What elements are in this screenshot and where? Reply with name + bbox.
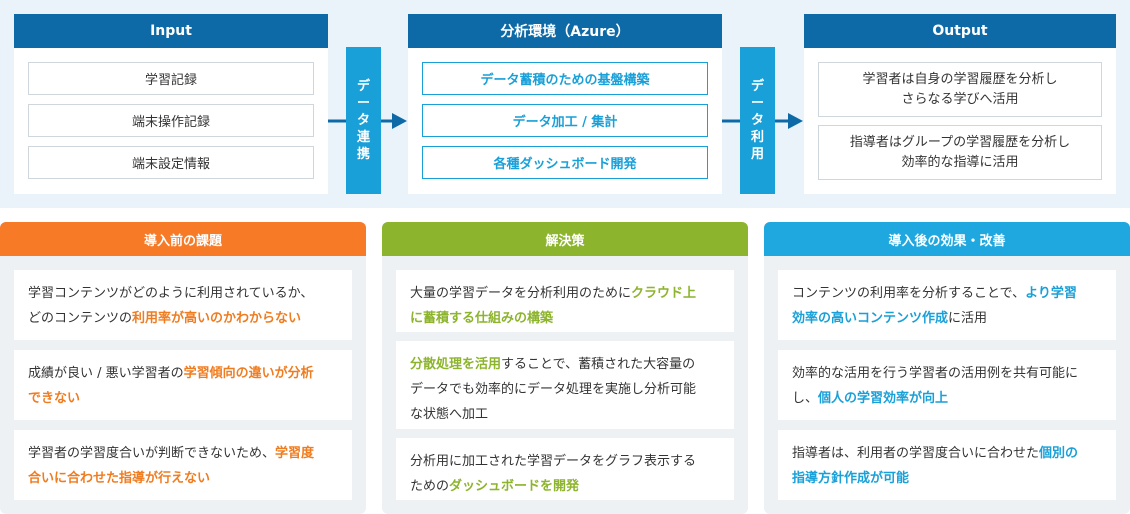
solution-column: 解決策 大量の学習データを分析利用のためにクラウド上 に蓄積する仕組みの構築 分… xyxy=(382,222,748,514)
output-panel: Output 学習者は自身の学習履歴を分析し さらなる学びへ活用 指導者はグルー… xyxy=(804,14,1116,194)
effect-text: 指導者は、利用者の学習度合いに合わせた xyxy=(792,446,1040,461)
issue-text: 学習コンテンツがどのように利用されているか、 xyxy=(28,286,314,301)
solution-highlight: クラウド上 xyxy=(631,286,697,301)
output-line: さらなる学びへ活用 xyxy=(901,91,1019,107)
data-use-char: 用 xyxy=(750,147,764,162)
azure-title: 分析環境（Azure） xyxy=(408,14,722,48)
issue-highlight: 合いに合わせた指導が行えない xyxy=(28,471,211,486)
effect-highlight: 効率の高いコンテンツ作成 xyxy=(792,311,949,326)
solution-card: 大量の学習データを分析利用のためにクラウド上 に蓄積する仕組みの構築 xyxy=(396,270,734,332)
azure-item: データ蓄積のための基盤構築 xyxy=(422,62,708,95)
data-use-char: デ xyxy=(750,79,764,94)
input-item: 端末操作記録 xyxy=(28,104,314,137)
effect-highlight: より学習 xyxy=(1025,286,1077,301)
output-line: 学習者は自身の学習履歴を分析し xyxy=(862,71,1058,87)
effect-text: に活用 xyxy=(948,311,988,326)
data-use-char: ー xyxy=(750,96,764,111)
data-link-char: ー xyxy=(356,96,370,111)
solution-text: 分析用に加工された学習データをグラフ表示する xyxy=(410,454,697,469)
output-line: 効率的な指導に活用 xyxy=(901,154,1019,170)
effect-card: コンテンツの利用率を分析することで、より学習 効率の高いコンテンツ作成に活用 xyxy=(778,270,1116,340)
issue-highlight: 学習度 xyxy=(275,446,315,461)
issue-text: 成績が良い / 悪い学習者の xyxy=(28,366,184,381)
effect-card: 指導者は、利用者の学習度合いに合わせた個別の 指導方針作成が可能 xyxy=(778,430,1116,500)
solution-text: な状態へ加工 xyxy=(410,407,489,422)
issue-highlight: 利用率が高いのかわからない xyxy=(132,311,302,326)
data-use-label: デ ー タ 利 用 xyxy=(740,47,775,194)
data-link-char: タ xyxy=(356,113,370,128)
issue-card: 学習者の学習度合いが判断できないため、学習度 合いに合わせた指導が行えない xyxy=(14,430,352,500)
issue-card: 成績が良い / 悪い学習者の学習傾向の違いが分析 できない xyxy=(14,350,352,420)
issue-text: どのコンテンツの xyxy=(28,311,133,326)
effect-highlight: 指導方針作成が可能 xyxy=(792,471,910,486)
data-link-label: デ ー タ 連 携 xyxy=(346,47,381,194)
after-column: 導入後の効果・改善 コンテンツの利用率を分析することで、より学習 効率の高いコン… xyxy=(764,222,1130,514)
data-use-char: 利 xyxy=(750,130,764,145)
issue-card: 学習コンテンツがどのように利用されているか、 どのコンテンツの利用率が高いのかわ… xyxy=(14,270,352,340)
azure-panel: 分析環境（Azure） データ蓄積のための基盤構築 データ加工 / 集計 各種ダ… xyxy=(408,14,722,194)
issue-text: 学習者の学習度合いが判断できないため、 xyxy=(28,446,276,461)
output-item: 指導者はグループの学習履歴を分析し 効率的な指導に活用 xyxy=(818,125,1102,180)
data-link-char: デ xyxy=(356,79,370,94)
effect-highlight: 個人の学習効率が向上 xyxy=(818,391,949,406)
data-use-char: タ xyxy=(750,113,764,128)
solution-card: 分散処理を活用することで、蓄積された大容量の データでも効率的にデータ処理を実施… xyxy=(396,341,734,429)
effect-text: コンテンツの利用率を分析することで、 xyxy=(792,286,1026,301)
output-item: 学習者は自身の学習履歴を分析し さらなる学びへ活用 xyxy=(818,62,1102,117)
solution-highlight: 分散処理を活用 xyxy=(410,357,502,372)
solution-title: 解決策 xyxy=(382,222,748,256)
solution-highlight: ダッシュボードを開発 xyxy=(449,479,580,494)
input-title: Input xyxy=(14,14,328,48)
solution-text: データでも効率的にデータ処理を実施し分析可能 xyxy=(410,382,697,397)
after-title: 導入後の効果・改善 xyxy=(764,222,1130,256)
effect-card: 効率的な活用を行う学習者の活用例を共有可能に し、個人の学習効率が向上 xyxy=(778,350,1116,420)
solution-highlight: に蓄積する仕組みの構築 xyxy=(410,311,554,326)
data-link-char: 連 xyxy=(356,130,370,145)
issue-highlight: 学習傾向の違いが分析 xyxy=(183,366,314,381)
azure-item: データ加工 / 集計 xyxy=(422,104,708,137)
output-title: Output xyxy=(804,14,1116,48)
before-title: 導入前の課題 xyxy=(0,222,366,256)
before-column: 導入前の課題 学習コンテンツがどのように利用されているか、 どのコンテンツの利用… xyxy=(0,222,366,514)
input-item: 端末設定情報 xyxy=(28,146,314,179)
effect-highlight: 個別の xyxy=(1039,446,1079,461)
effect-text: 効率的な活用を行う学習者の活用例を共有可能に xyxy=(792,366,1079,381)
solution-text: することで、蓄積された大容量の xyxy=(501,357,696,372)
solution-text: 大量の学習データを分析利用のために xyxy=(410,286,632,301)
issue-highlight: できない xyxy=(28,391,81,406)
solution-text: ための xyxy=(410,479,450,494)
effect-text: し、 xyxy=(792,391,819,406)
solution-card: 分析用に加工された学習データをグラフ表示する ためのダッシュボードを開発 xyxy=(396,438,734,500)
azure-item: 各種ダッシュボード開発 xyxy=(422,146,708,179)
input-panel: Input 学習記録 端末操作記録 端末設定情報 xyxy=(14,14,328,194)
input-item: 学習記録 xyxy=(28,62,314,95)
output-line: 指導者はグループの学習履歴を分析し xyxy=(849,134,1071,150)
data-link-char: 携 xyxy=(356,147,370,162)
